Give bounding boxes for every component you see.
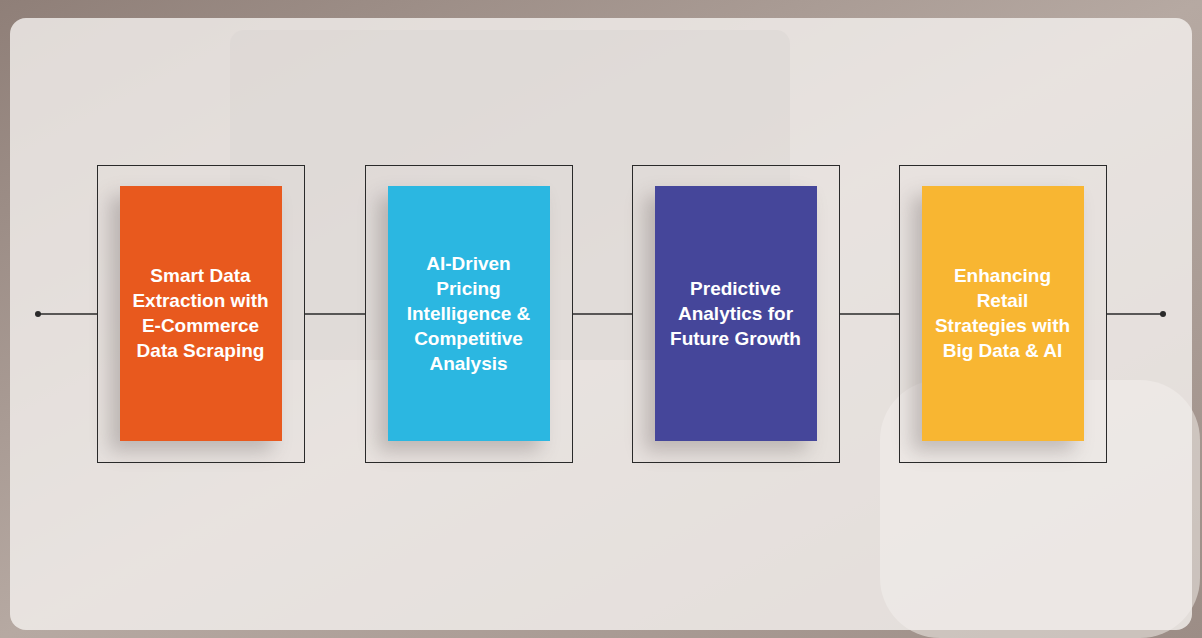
connector-line xyxy=(573,313,632,315)
connector-line xyxy=(305,313,365,315)
box-label: Enhancing Retail Strategies with Big Dat… xyxy=(934,263,1072,363)
process-frame: Enhancing Retail Strategies with Big Dat… xyxy=(899,165,1107,463)
process-frame: Smart Data Extraction with E-Commerce Da… xyxy=(97,165,305,463)
box-label: Smart Data Extraction with E-Commerce Da… xyxy=(132,263,270,363)
overlay-panel xyxy=(10,18,1192,630)
process-box: Enhancing Retail Strategies with Big Dat… xyxy=(922,186,1084,441)
end-dot xyxy=(35,311,41,317)
process-box: AI-Driven Pricing Intelligence & Competi… xyxy=(388,186,550,441)
process-frame: AI-Driven Pricing Intelligence & Competi… xyxy=(365,165,573,463)
box-label: Predictive Analytics for Future Growth xyxy=(667,276,805,351)
end-dot xyxy=(1160,311,1166,317)
connector-line xyxy=(840,313,899,315)
lead-line xyxy=(38,313,97,315)
lead-line xyxy=(1106,313,1163,315)
process-box: Smart Data Extraction with E-Commerce Da… xyxy=(120,186,282,441)
process-frame: Predictive Analytics for Future Growth xyxy=(632,165,840,463)
process-box: Predictive Analytics for Future Growth xyxy=(655,186,817,441)
box-label: AI-Driven Pricing Intelligence & Competi… xyxy=(400,251,538,376)
